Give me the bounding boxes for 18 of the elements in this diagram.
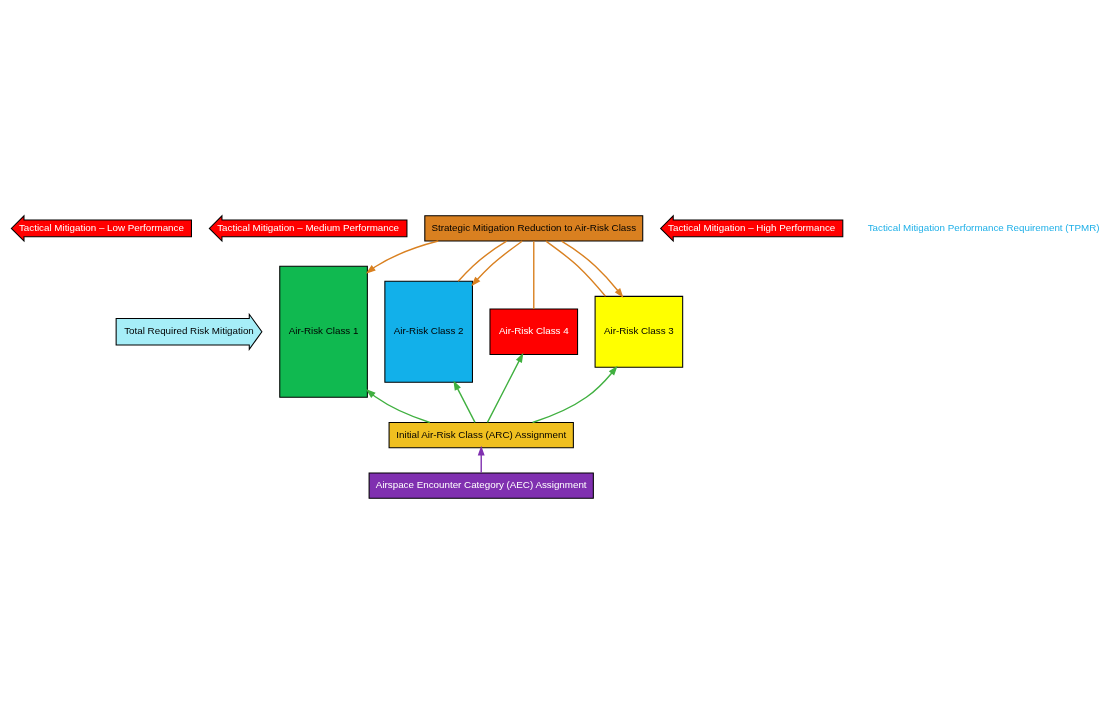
arrow	[365, 388, 431, 423]
label: Tactical Mitigation Performance Requirement (TPMR)	[867, 221, 1100, 233]
arrow	[365, 239, 439, 274]
node-box: Strategic Mitigation Reduction to Air-Risk Class	[424, 214, 644, 242]
arrow	[486, 352, 524, 423]
connector	[457, 239, 508, 282]
arrow	[531, 365, 618, 423]
node-box: Air-Risk Class 2	[384, 280, 473, 383]
node-box: Air-Risk Class 4	[489, 307, 579, 355]
node-box: Airspace Encounter Category (AEC) Assignment	[368, 471, 594, 499]
arrow	[560, 239, 624, 298]
node-box: Air-Risk Class 1	[279, 265, 368, 398]
node-box: Air-Risk Class 3	[594, 295, 684, 368]
node-box: Initial Air-Risk Class (ARC) Assignment	[388, 421, 574, 448]
connector	[545, 239, 607, 297]
arrow	[471, 239, 523, 286]
arrow	[453, 379, 476, 423]
connector	[533, 240, 535, 310]
